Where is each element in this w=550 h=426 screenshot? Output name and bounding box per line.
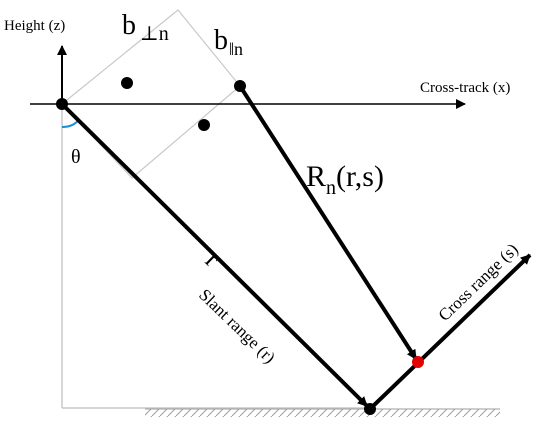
ground-origin-point (364, 403, 376, 415)
r-short-label: r (200, 245, 227, 272)
b-perp-label: b⊥n (122, 10, 169, 45)
cross-range-arrow (368, 253, 532, 411)
rn-label: Rn(r,s) (306, 160, 384, 199)
cross-track-axis-label: Cross-track (x) (420, 80, 510, 96)
master-antenna-point (56, 98, 68, 110)
cross-range-label: Cross range (s) (435, 240, 522, 325)
slant-range-arrow (60, 102, 369, 408)
slant-range-label: Slant range (r) (195, 285, 279, 367)
theta-label: θ (71, 146, 81, 168)
rn-vector-arrow (238, 84, 418, 361)
height-axis-label: Height (z) (4, 18, 65, 34)
baseline-point-lower (198, 119, 210, 131)
b-parallel-label: b‖n (214, 25, 243, 59)
theta-angle-arc (61, 120, 79, 128)
slave-antenna-point (234, 80, 246, 92)
baseline-point-upper (121, 77, 133, 89)
ground-hatch (145, 409, 500, 417)
target-point-red (412, 356, 424, 368)
